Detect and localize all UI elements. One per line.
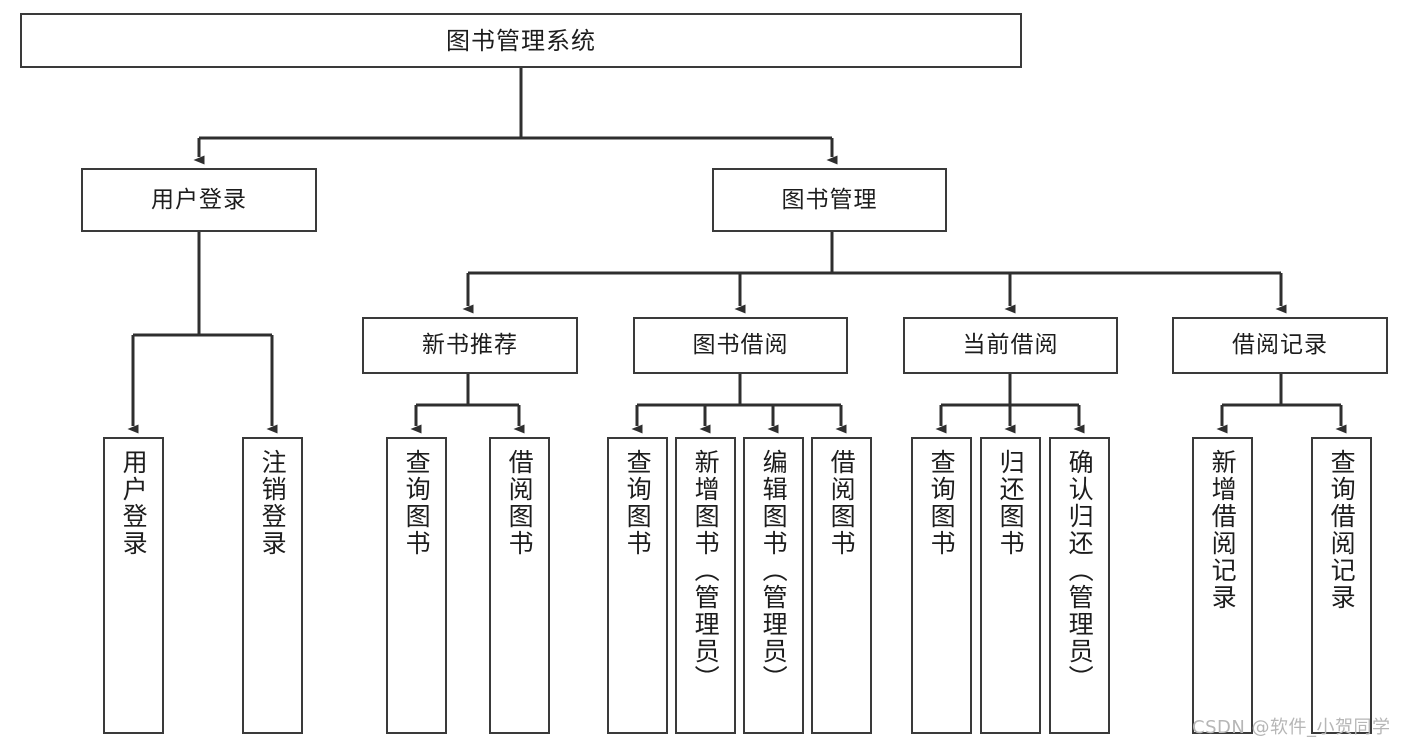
leaf-return-book[interactable]: 归还图书 (980, 437, 1041, 734)
csdn-watermark: CSDN @软件_小贺同学 (1192, 717, 1391, 738)
leaf-query-book-new-rec[interactable]: 查询图书 (386, 437, 447, 734)
node-label: 图书管理 (781, 186, 878, 213)
leaf-logout-login[interactable]: 注销登录 (242, 437, 303, 734)
node-new-book-recommendation[interactable]: 新书推荐 (362, 317, 578, 374)
node-label: 查询图书 (623, 449, 653, 557)
node-label: 查询借阅记录 (1327, 449, 1357, 611)
leaf-edit-book-admin[interactable]: 编辑图书（管理员） (743, 437, 804, 734)
node-label: 新增借阅记录 (1208, 449, 1238, 611)
leaf-borrow-book-new-rec[interactable]: 借阅图书 (489, 437, 550, 734)
node-label: 新书推荐 (422, 332, 518, 359)
node-label: 图书借阅 (692, 332, 789, 359)
node-user-login[interactable]: 用户登录 (81, 168, 317, 232)
node-borrow-record[interactable]: 借阅记录 (1172, 317, 1388, 374)
node-label: 编辑图书（管理员） (759, 449, 789, 692)
leaf-add-borrow-record[interactable]: 新增借阅记录 (1192, 437, 1253, 734)
leaf-borrow-book[interactable]: 借阅图书 (811, 437, 872, 734)
node-label: 当前借阅 (962, 332, 1059, 359)
node-label: 借阅图书 (505, 449, 535, 557)
node-label: 图书管理系统 (446, 26, 596, 55)
leaf-add-book-admin[interactable]: 新增图书（管理员） (675, 437, 736, 734)
node-book-borrow[interactable]: 图书借阅 (633, 317, 848, 374)
node-label: 查询图书 (402, 449, 432, 557)
leaf-confirm-return-admin[interactable]: 确认归还（管理员） (1049, 437, 1110, 734)
node-label: 新增图书（管理员） (691, 449, 721, 692)
node-label: 借阅记录 (1232, 332, 1328, 359)
node-label: 用户登录 (151, 186, 247, 213)
node-label: 归还图书 (996, 449, 1026, 557)
node-book-management[interactable]: 图书管理 (712, 168, 947, 232)
node-label: 确认归还（管理员） (1065, 449, 1095, 692)
node-root-book-management-system[interactable]: 图书管理系统 (20, 13, 1022, 68)
leaf-query-book-borrow[interactable]: 查询图书 (607, 437, 668, 734)
leaf-query-book-current[interactable]: 查询图书 (911, 437, 972, 734)
node-label: 借阅图书 (827, 449, 857, 557)
leaf-query-borrow-record[interactable]: 查询借阅记录 (1311, 437, 1372, 734)
node-label: 用户登录 (119, 449, 149, 557)
node-current-borrow[interactable]: 当前借阅 (903, 317, 1118, 374)
leaf-user-login[interactable]: 用户登录 (103, 437, 164, 734)
node-label: 注销登录 (258, 449, 288, 557)
node-label: 查询图书 (927, 449, 957, 557)
